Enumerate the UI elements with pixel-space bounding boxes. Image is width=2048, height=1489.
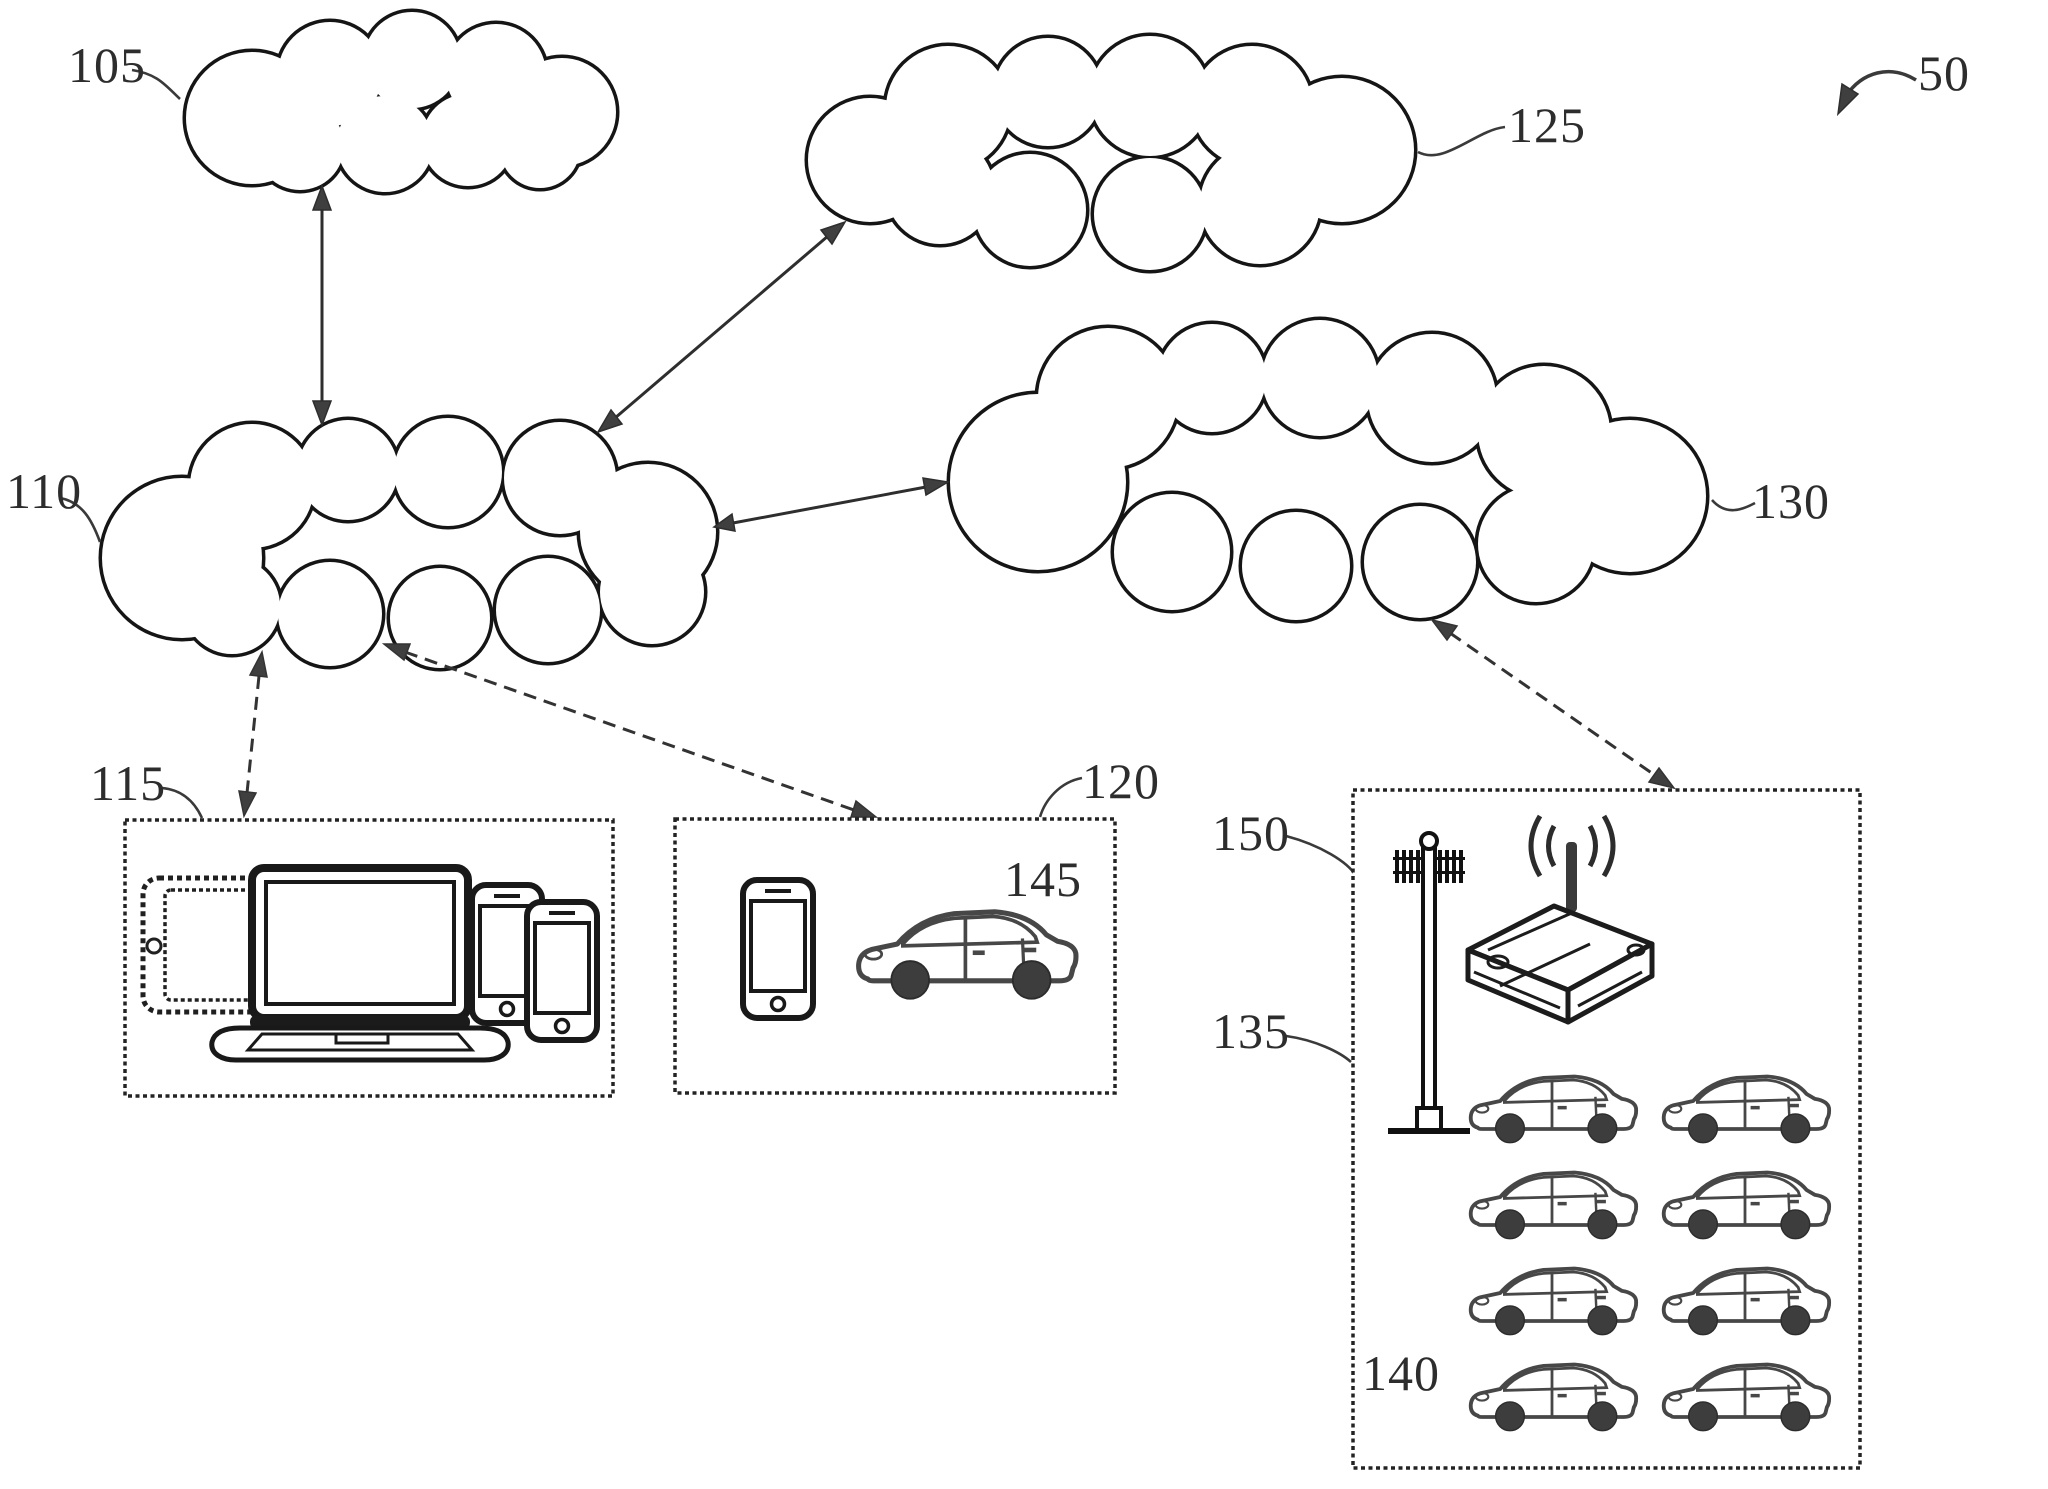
figure-ref-arrow <box>1836 70 1917 117</box>
cloud-125 <box>808 36 1414 270</box>
label-125: 125 <box>1508 97 1586 153</box>
wifi-router-icon <box>1465 814 1655 1025</box>
label-130: 130 <box>1752 473 1830 529</box>
cell-tower-icon <box>1388 831 1470 1134</box>
smartphone-icon <box>527 902 597 1040</box>
label-150: 150 <box>1212 805 1290 861</box>
label-135: 135 <box>1212 1003 1290 1059</box>
link-110-115 <box>238 649 268 819</box>
link-110-130 <box>712 477 951 532</box>
label-105: 105 <box>68 37 146 93</box>
label-110: 110 <box>6 463 83 519</box>
laptop-icon <box>209 864 511 1063</box>
cloud-110 <box>102 418 716 668</box>
smartphone-icon <box>743 880 813 1018</box>
cloud-105 <box>186 12 616 192</box>
link-110-125 <box>596 220 847 434</box>
link-105-110 <box>311 183 333 428</box>
fleet-box-135 <box>1351 788 1862 1470</box>
link-130-135 <box>1430 618 1676 790</box>
label-140: 140 <box>1362 1345 1440 1401</box>
devices-box-115 <box>123 818 615 1098</box>
cloud-130 <box>950 320 1706 620</box>
label-120: 120 <box>1082 753 1160 809</box>
label-145: 145 <box>1004 851 1082 907</box>
mobile-vehicle-box-120 <box>673 817 1117 1095</box>
label-115: 115 <box>90 755 167 811</box>
label-50: 50 <box>1918 45 1970 101</box>
link-110-120 <box>381 643 879 818</box>
